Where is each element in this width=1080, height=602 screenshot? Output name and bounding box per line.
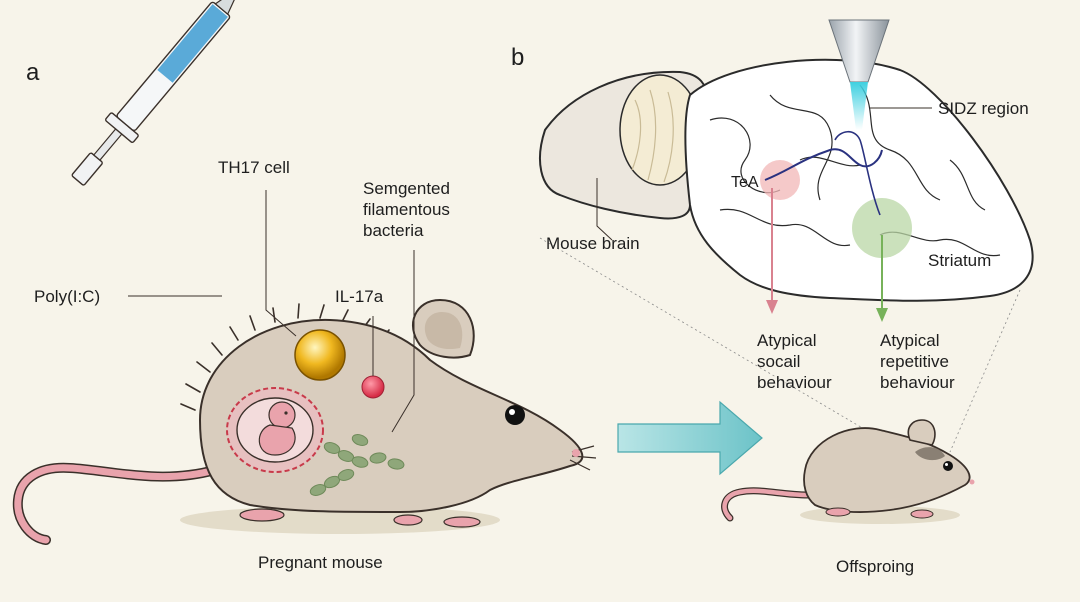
pregnant-mouse-label: Pregnant mouse: [258, 553, 383, 572]
il17a-molecule-icon: [361, 375, 385, 399]
mouse-brain-label: Mouse brain: [546, 234, 640, 253]
polyic-label: Poly(I:C): [34, 287, 101, 306]
fetus-icon: [226, 387, 324, 473]
probe-icon: [828, 19, 932, 130]
bacteria-icon: [309, 434, 405, 496]
bacteria-label: Semgented filamentous bacteria: [363, 179, 450, 240]
th17-cell-icon: [294, 329, 346, 381]
offspring-label: Offsproing: [836, 557, 915, 576]
panel-label-b: b: [511, 44, 525, 71]
social-behaviour-label: Atypical socail behaviour: [757, 331, 832, 392]
il17a-label: IL-17a: [335, 287, 384, 306]
leader-line-mouse-brain: [596, 178, 613, 241]
arrow-right-icon: [617, 400, 763, 476]
striatum-label: Striatum: [928, 251, 992, 270]
offspring-mouse-icon: [721, 419, 975, 524]
leader-lines-a: [128, 190, 415, 433]
panel-label-a: a: [26, 59, 40, 86]
repetitive-behaviour-label: Atypical repetitive behaviour: [880, 331, 955, 392]
brain-icon: [539, 58, 1034, 457]
th17-cell-label: TH17 cell: [218, 158, 290, 177]
tea-label: TeA: [731, 174, 759, 191]
syringe-icon: [71, 0, 238, 186]
sidz-region-label: SIDZ region: [938, 99, 1029, 118]
